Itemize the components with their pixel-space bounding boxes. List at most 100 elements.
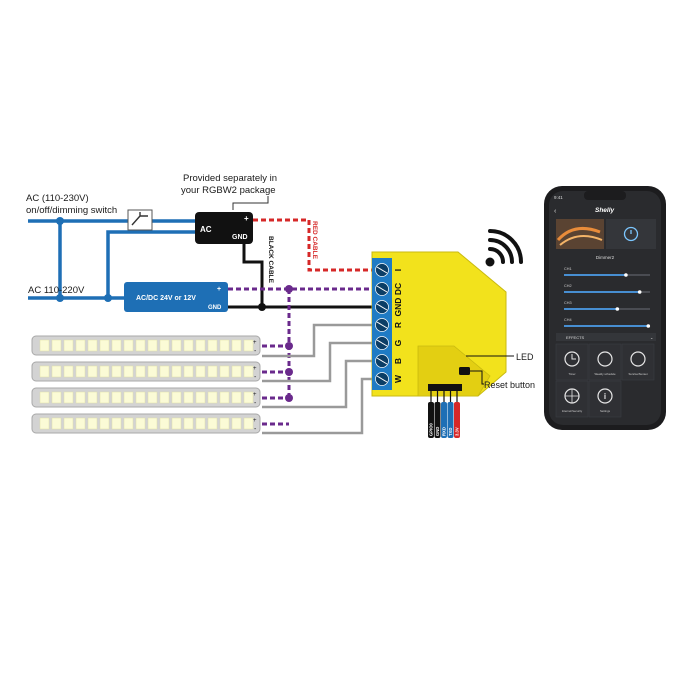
reset-callout [470,370,484,385]
psu-label: AC/DC 24V or 12V [136,295,196,302]
led-chip [147,365,158,378]
led-chip [99,391,110,404]
info-icon [597,388,613,404]
led-chip [123,365,134,378]
power-supply [124,282,228,312]
strip-minus-label: - [254,426,257,433]
led-chip [171,417,182,430]
reset-label: Reset button [484,380,535,390]
junction-dot [258,303,266,311]
slider-thumb[interactable] [646,324,651,328]
led-chip [159,391,170,404]
effects-label[interactable]: EFFECTS [566,335,585,340]
pin-label: 3.3V [455,427,460,436]
slider-thumb[interactable] [624,273,628,277]
led-chip [243,417,254,430]
led-chip [171,339,182,352]
led-chip [51,391,62,404]
tile-label: Internet/Security [562,409,583,413]
pin-label: RXD [442,427,447,436]
led-chip [207,339,218,352]
junction-dot [285,285,293,293]
terminal-label: R [393,322,403,328]
led-chip [99,365,110,378]
tile-label: Settings [600,409,611,413]
led-chip [231,339,242,352]
led-chip [99,339,110,352]
back-icon[interactable]: ‹ [554,208,557,215]
slider-label: CH4 [564,318,572,322]
led-strips: +-+-+-+- [31,335,261,434]
tile-clock[interactable]: Timer [555,343,589,381]
strip-plus-label: + [253,340,257,346]
led-chip [111,365,122,378]
led-chip [87,417,98,430]
black-cable-label: BLACK CABLE [267,236,274,284]
phone-notch [584,191,626,200]
led-chip [207,391,218,404]
pin-wire [434,402,441,438]
ac-switch-label-line2: on/off/dimming switch [26,205,117,216]
sun-icon [630,351,646,367]
adapter-ac-label: AC [200,225,212,234]
led-chip [147,339,158,352]
led-strip: +- [31,413,261,434]
led-chip [63,365,74,378]
callout-line [232,196,269,210]
led-chip [171,391,182,404]
led-chip [51,339,62,352]
tile-sun[interactable]: Sunrise/Sunset [621,343,655,381]
led-chip [111,391,122,404]
led-chip [75,339,86,352]
strip-plus-label: + [253,418,257,424]
chevron-down-icon[interactable]: ⌄ [650,335,653,340]
led-chip [219,339,230,352]
led-chip [123,417,134,430]
led-chip [219,365,230,378]
led-chip [183,339,194,352]
led-chip [99,417,110,430]
led-chip [111,417,122,430]
strip-plus-label: + [253,392,257,398]
ac-switch-label-line1: AC (110-230V) [26,193,89,204]
terminal-label: W [393,374,403,383]
pin-wire [428,402,434,438]
led-chip [123,339,134,352]
led-chip [135,339,146,352]
slider-thumb[interactable] [637,290,642,294]
tile-globe[interactable]: Internet/Security [555,380,589,418]
terminal-label: B [393,358,403,364]
led-chip [159,365,170,378]
junction-dot [56,294,64,302]
slider-label: CH3 [564,301,572,305]
led-chip [63,339,74,352]
tile-calendar[interactable]: Weekly schedule [588,343,622,381]
clock-icon [564,351,580,367]
led-chip [87,391,98,404]
ac-mains-label: AC 110-220V [28,285,85,296]
led-chip [207,365,218,378]
led-chip [147,417,158,430]
led-chip [63,391,74,404]
led-chip [243,365,254,378]
led-chip [75,417,86,430]
slider-thumb[interactable] [615,307,620,311]
provided-label-line2: your RGBW2 package [181,185,276,196]
pin-wire [454,402,460,438]
led-chip [231,365,242,378]
dimmer-switch-icon [127,209,153,231]
led-chip [39,365,50,378]
power-icon[interactable] [623,226,639,242]
slider-label: CH1 [564,267,572,271]
led-chip [219,417,230,430]
tile-label: Weekly schedule [594,372,616,376]
psu-plus-label: + [217,286,221,293]
led-chip [195,339,206,352]
led-chip [231,391,242,404]
led-chip [135,391,146,404]
led-chip [51,365,62,378]
